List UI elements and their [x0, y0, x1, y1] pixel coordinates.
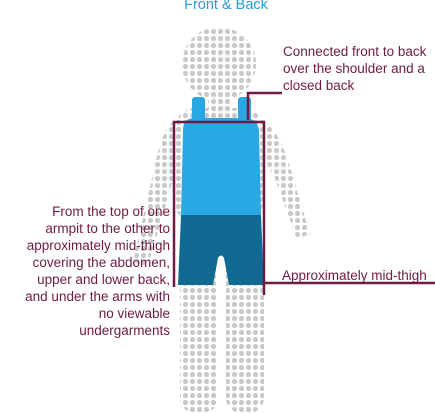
diagram-subtitle: Front & Back — [0, 0, 435, 13]
silhouette-head — [182, 27, 256, 101]
swimsuit-shorts — [178, 215, 264, 285]
coverage-annotation-text: From the top of one armpit to the other … — [20, 203, 170, 339]
shoulder-annotation-text: Connected front to back over the shoulde… — [283, 43, 433, 94]
mid-thigh-annotation-text: Approximately mid-thigh — [282, 267, 434, 284]
swimsuit — [178, 97, 264, 285]
swimsuit-top — [181, 118, 261, 216]
